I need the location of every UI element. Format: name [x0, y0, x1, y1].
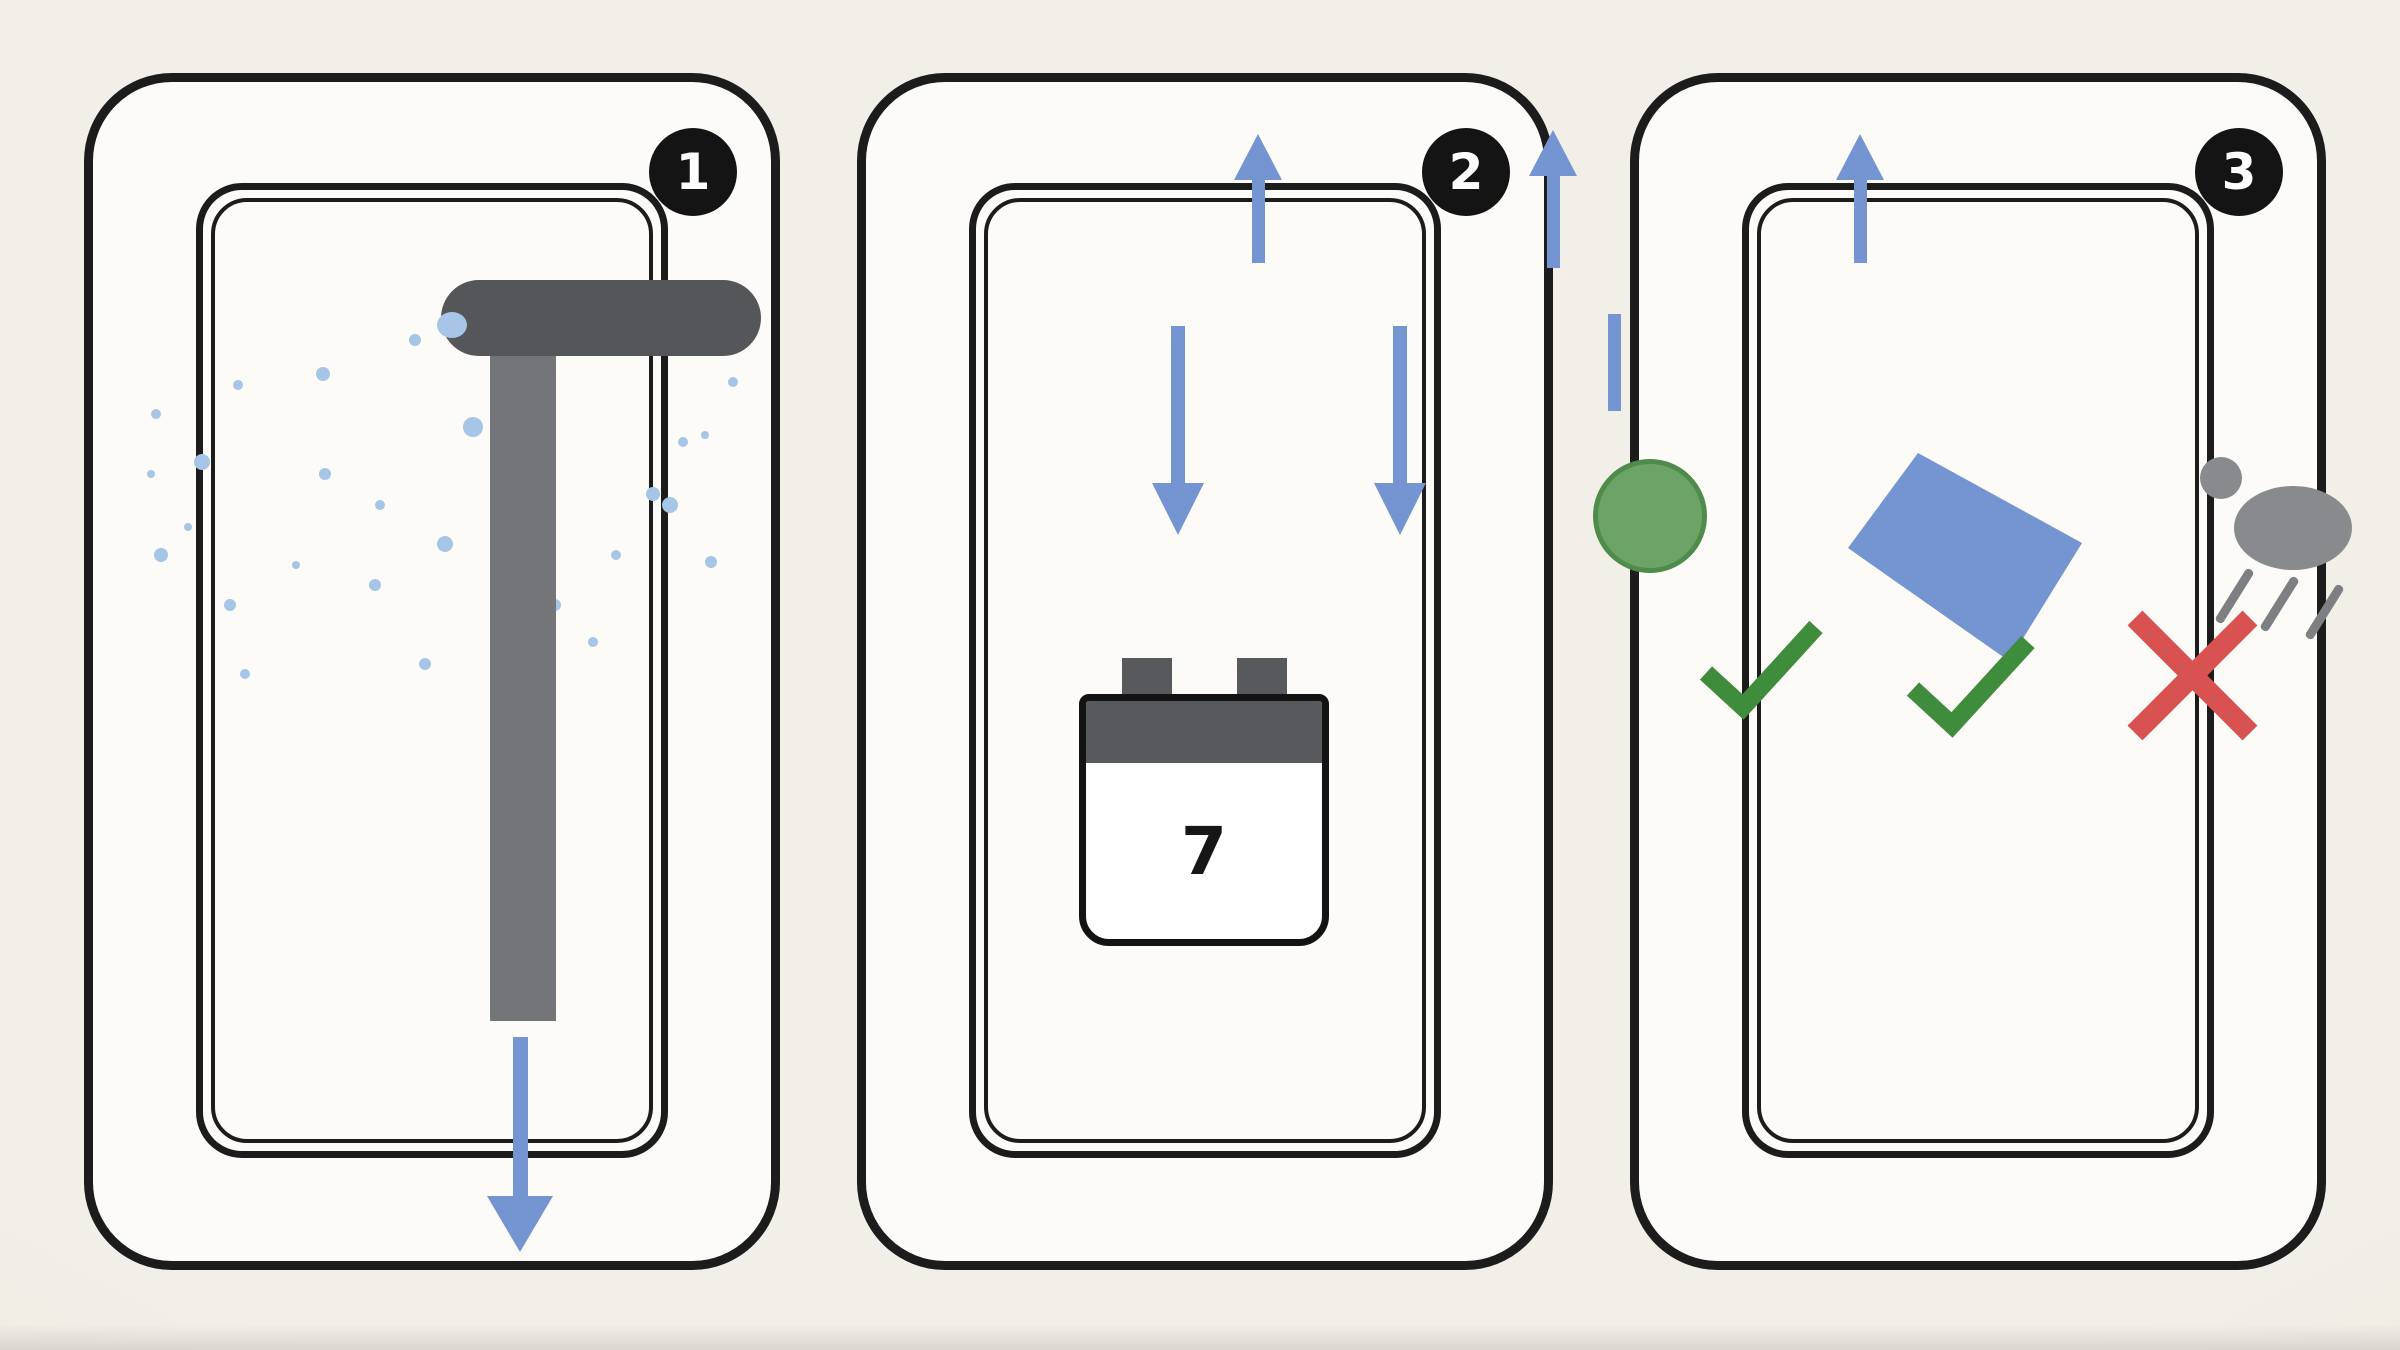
arrow-head: [487, 1196, 553, 1252]
arrow-shaft: [512, 1037, 528, 1196]
arrow-up-icon: [1234, 134, 1282, 263]
step-badge: 2: [1422, 128, 1510, 216]
fly-bug-head: [2200, 457, 2242, 499]
arrow-head: [1529, 130, 1577, 176]
step-1-panel: 1: [84, 73, 780, 1270]
green-dot-icon: [1593, 459, 1707, 573]
step-badge: 1: [649, 128, 737, 216]
cross-icon: [2127, 610, 2258, 741]
fly-leg-line: [2304, 583, 2345, 641]
arrow-down-icon: [1152, 326, 1204, 535]
water-drip-icon: [437, 312, 467, 338]
phone-frame-inner-line: [211, 198, 653, 1143]
step-2-panel: 7 2: [857, 73, 1553, 1270]
arrow-shaft: [1393, 326, 1407, 483]
arrow-head: [1374, 483, 1426, 535]
step-3-panel: 3: [1593, 73, 2352, 1270]
spray-droplets-icon: [147, 334, 738, 679]
calendar-icon: 7: [1079, 658, 1329, 950]
checkmark-icon: [1699, 620, 1823, 720]
checkmark-icon: [1906, 635, 2035, 738]
phone-frame-inner-line: [984, 198, 1426, 1143]
arrow-head: [1836, 134, 1884, 180]
step-badge: 3: [2195, 128, 2283, 216]
stray-arrow-line: [1608, 314, 1621, 411]
squeegee-tool-icon: [441, 280, 761, 356]
fly-leg-line: [2259, 575, 2300, 633]
calendar-day-number: 7: [1181, 812, 1227, 890]
arrow-shaft: [1853, 180, 1867, 263]
arrow-head: [1152, 483, 1204, 535]
phone-frame: [196, 183, 668, 1158]
arrow-shaft: [1546, 176, 1560, 268]
arrow-shaft: [1171, 326, 1185, 483]
blue-card-shape-icon: [1848, 453, 2082, 661]
swipe-down-arrow-icon: [487, 1037, 553, 1252]
phone-frame: [969, 183, 1441, 1158]
arrow-head: [1234, 134, 1282, 180]
arrow-down-icon: [1374, 326, 1426, 535]
arrow-up-icon: [1836, 134, 1884, 263]
arrow-up-icon: [1529, 130, 1577, 268]
calendar-header: [1086, 701, 1322, 763]
calendar-box: 7: [1079, 694, 1329, 946]
fly-bug-icon: [2234, 486, 2352, 570]
squeegee-blade: [490, 321, 556, 1021]
arrow-shaft: [1251, 180, 1265, 263]
